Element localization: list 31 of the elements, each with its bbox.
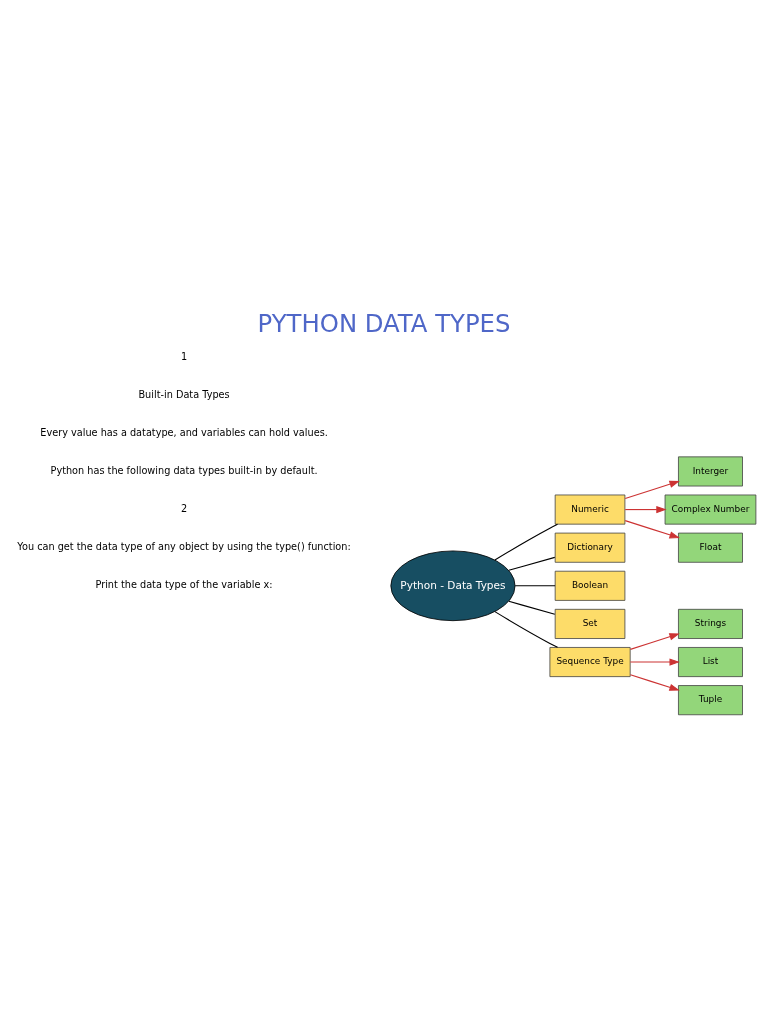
connector	[508, 556, 556, 571]
arrow	[624, 505, 667, 514]
connector	[494, 523, 559, 561]
node-box: Complex Number	[664, 494, 757, 525]
arrow	[629, 633, 680, 650]
connector	[514, 585, 556, 587]
node-box: Strings	[678, 608, 743, 639]
node-box: List	[678, 647, 743, 678]
arrow	[629, 674, 680, 691]
arrow	[624, 480, 680, 500]
label: Every value has a datatype, and variables can hold values.	[40, 426, 328, 438]
label: Python has the following data types built-in by default.	[50, 464, 318, 476]
node-ellipse: Python - Data Types	[390, 550, 516, 622]
node-box: Dictionary	[554, 532, 626, 563]
label: You can get the data type of any object by using the type() function:	[17, 541, 351, 553]
node-box: Set	[554, 608, 626, 639]
arrow	[624, 520, 680, 539]
diagram-title: PYTHON DATA TYPES	[257, 308, 511, 338]
arrow	[629, 658, 680, 666]
connector	[494, 611, 559, 648]
label: Built-in Data Types	[138, 388, 230, 400]
node-box: Float	[678, 532, 743, 563]
node-box: Numeric	[554, 494, 626, 525]
label: 1	[180, 350, 188, 362]
node-box: Sequence Type	[549, 647, 631, 678]
node-box: Tuple	[678, 685, 743, 716]
connector	[508, 600, 556, 615]
node-box: Boolean	[554, 570, 626, 601]
label: 2	[180, 503, 188, 515]
node-box: Interger	[678, 456, 743, 487]
label: Print the data type of the variable x:	[95, 579, 273, 591]
